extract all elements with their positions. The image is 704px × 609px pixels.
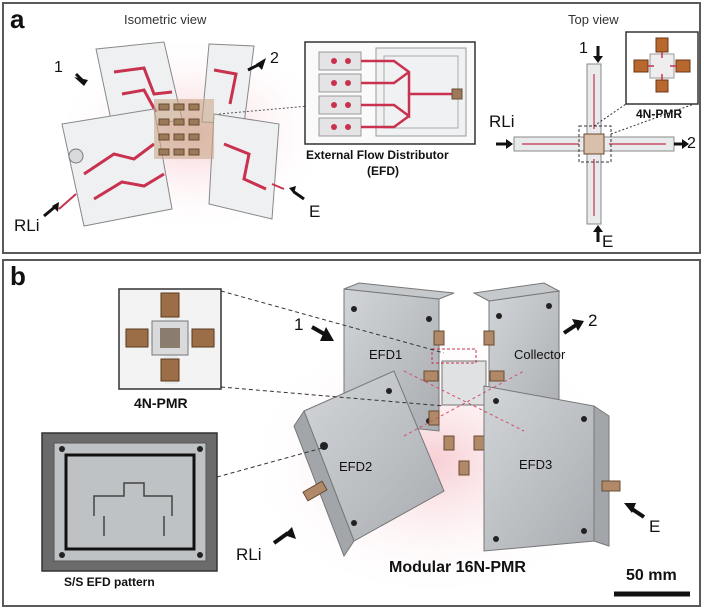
- pmr-inset-a-label: 4N-PMR: [636, 107, 683, 121]
- ss-efd-inset: [41, 432, 218, 572]
- iso-label-rli: RLi: [14, 216, 40, 235]
- arrow-1-top: [593, 56, 603, 63]
- efd-caption-line1: External Flow Distributor: [306, 148, 449, 162]
- flow-dashes: [403, 370, 525, 437]
- efd3-plate: [483, 385, 610, 552]
- ss-efd-caption: S/S EFD pattern: [64, 575, 155, 589]
- arrow-e-b-shaft: [630, 507, 646, 519]
- iso-label-e: E: [309, 202, 321, 221]
- arrow-2-b: [572, 319, 584, 331]
- pmr-b-leader-2: [220, 386, 445, 407]
- efd-inset: [304, 41, 476, 145]
- arrow-1-b: [320, 327, 334, 341]
- panel-b-letter: b: [10, 261, 26, 291]
- isometric-view-title: Isometric view: [124, 12, 207, 27]
- efd-caption-line2: (EFD): [367, 164, 399, 178]
- arrow-2-b-shaft: [562, 323, 578, 335]
- b-label-e: E: [649, 517, 661, 536]
- arrow-1-iso: [74, 77, 88, 86]
- pmr-b-caption: 4N-PMR: [134, 395, 188, 411]
- arrow-e-top: [593, 225, 603, 232]
- collector-label: Collector: [514, 347, 566, 362]
- iso-plate-bottom-right: [208, 113, 280, 220]
- iso-fitting-cluster: [154, 99, 214, 159]
- panel-a-letter: a: [10, 4, 25, 34]
- panel-b: b 4N-PMR S/S EFD pattern Modular 16N-PMR…: [2, 259, 701, 607]
- device-caption: Modular 16N-PMR: [389, 559, 526, 576]
- scale-bar-label: 50 mm: [626, 567, 677, 584]
- arrow-e-iso-shaft: [293, 190, 305, 201]
- top-label-e: E: [602, 232, 614, 251]
- top-label-1: 1: [579, 40, 588, 57]
- e-tube: [271, 183, 285, 190]
- pmr-leader-2: [610, 103, 695, 135]
- iso-label-2: 2: [270, 50, 279, 67]
- arrow-rli-b: [284, 527, 296, 539]
- panel-b-drawing: [41, 282, 690, 601]
- arrow-e-iso: [289, 186, 296, 194]
- arrow-2-iso: [256, 58, 266, 70]
- efd2-label: EFD2: [339, 459, 373, 474]
- pmr-inset-a: [625, 31, 699, 105]
- b-label-2: 2: [588, 311, 598, 330]
- central-4n-pmr: [431, 348, 487, 406]
- ss-leader: [216, 446, 327, 478]
- pmr-b-leader-1: [220, 290, 445, 354]
- efd1-label: EFD1: [369, 347, 403, 362]
- panel-a-drawing: [43, 31, 699, 242]
- top-label-2: 2: [687, 135, 696, 152]
- efd3-label: EFD3: [519, 457, 553, 472]
- efd-leader: [218, 105, 310, 115]
- arrow-1-iso-shaft: [74, 72, 86, 84]
- e-fitting: [601, 480, 621, 492]
- efd2-plate: [293, 370, 445, 558]
- rli-fitting: [302, 480, 328, 502]
- arrow-rli-top: [506, 139, 513, 149]
- panel-a: a Isometric view Top view 1 2 RLi E Exte…: [2, 2, 701, 254]
- rli-tube: [58, 193, 77, 210]
- arrow-rli-iso: [52, 202, 59, 212]
- arrow-e-b: [624, 503, 636, 513]
- b-label-rli: RLi: [236, 545, 262, 564]
- arrow-2-top: [682, 139, 689, 149]
- pmr-leader-1: [593, 103, 627, 127]
- iso-plate-bottom-left: [61, 108, 173, 227]
- iso-label-1: 1: [54, 59, 63, 76]
- pmr-inset-b: [118, 288, 222, 390]
- arrow-2-iso-shaft: [247, 62, 261, 72]
- top-view-title: Top view: [568, 12, 619, 27]
- top-label-rli: RLi: [489, 112, 515, 131]
- b-label-1: 1: [294, 315, 304, 334]
